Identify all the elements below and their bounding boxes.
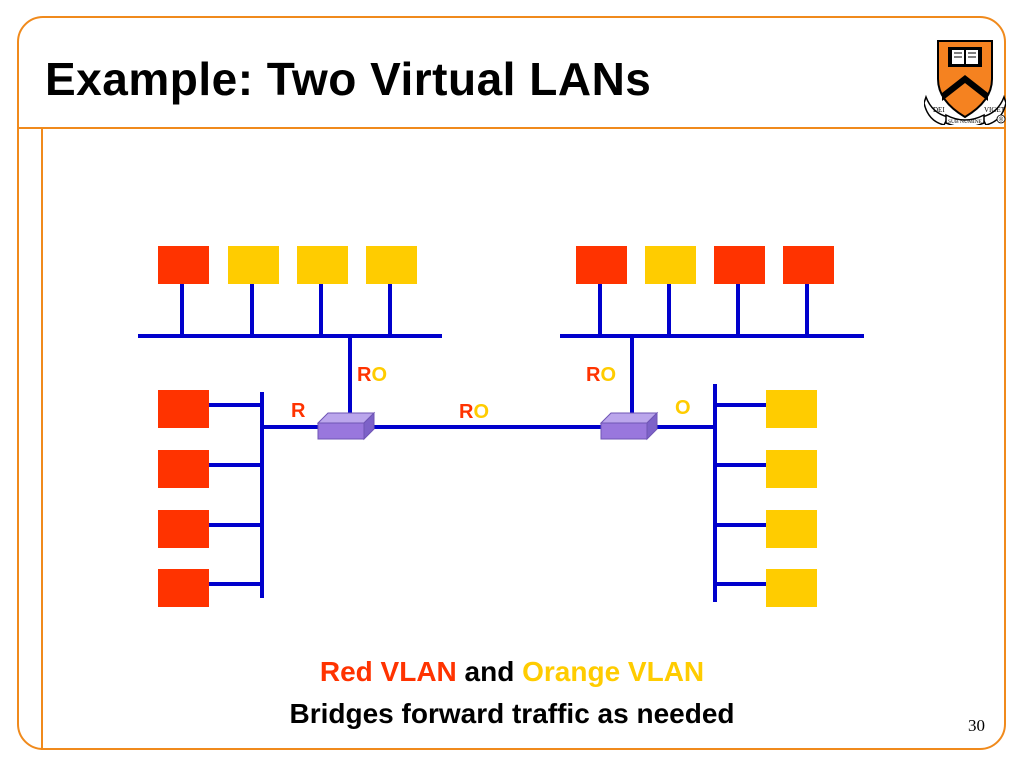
host-right-vertical-1 (766, 390, 817, 428)
host-top-right-1 (576, 246, 627, 284)
host-top-left-4 (366, 246, 417, 284)
slide-frame (17, 16, 1006, 750)
port-label-left-bridge-top-orange: O (371, 364, 387, 386)
caption-and: and (464, 656, 515, 687)
port-label-right-bridge-top: RO (586, 364, 616, 386)
host-left-vertical-1 (158, 390, 209, 428)
port-label-right-bridge-top-orange: O (600, 364, 616, 386)
title-divider (17, 127, 1006, 129)
caption-orange-vlan: Orange VLAN (522, 656, 705, 687)
host-left-vertical-2 (158, 450, 209, 488)
bridge-right-front (600, 422, 648, 440)
bridge-left-front (317, 422, 365, 440)
port-label-left-bridge-top: RO (357, 364, 387, 386)
host-right-vertical-3 (766, 510, 817, 548)
host-top-left-3 (297, 246, 348, 284)
port-label-between-bridges-orange: O (473, 401, 489, 423)
slide-title: Example: Two Virtual LANs (45, 53, 652, 105)
port-label-left-bridge-left: R (291, 400, 306, 422)
left-margin-rule (41, 129, 43, 750)
motto-left: DEI (933, 106, 945, 114)
motto-right: VIGET (984, 106, 1006, 114)
host-top-right-2 (645, 246, 696, 284)
host-top-right-3 (714, 246, 765, 284)
port-label-right-bridge-right: O (675, 397, 691, 419)
host-top-left-2 (228, 246, 279, 284)
registered-mark: ® (999, 117, 1004, 124)
caption-line-1: Red VLAN and Orange VLAN (0, 656, 1024, 688)
caption-line-2: Bridges forward traffic as needed (289, 698, 735, 729)
port-label-between-bridges-red: R (459, 401, 474, 423)
host-right-vertical-2 (766, 450, 817, 488)
host-right-vertical-4 (766, 569, 817, 607)
caption-red-vlan: Red VLAN (319, 656, 457, 687)
bridge-left-side (363, 411, 375, 441)
host-left-vertical-3 (158, 510, 209, 548)
motto-center: SUB NUMINE (948, 119, 983, 125)
port-label-left-bridge-left-red: R (291, 400, 306, 422)
port-label-right-bridge-top-red: R (586, 364, 601, 386)
port-label-right-bridge-right-orange: O (675, 397, 691, 419)
port-label-left-bridge-top-red: R (357, 364, 372, 386)
host-top-right-4 (783, 246, 834, 284)
host-top-left-1 (158, 246, 209, 284)
host-left-vertical-4 (158, 569, 209, 607)
princeton-shield-icon: DEI SUB NUMINE VIGET ® (924, 40, 1006, 125)
port-label-between-bridges: RO (459, 401, 489, 423)
page-number: 30 (968, 716, 985, 735)
bridge-right-side (646, 411, 658, 441)
